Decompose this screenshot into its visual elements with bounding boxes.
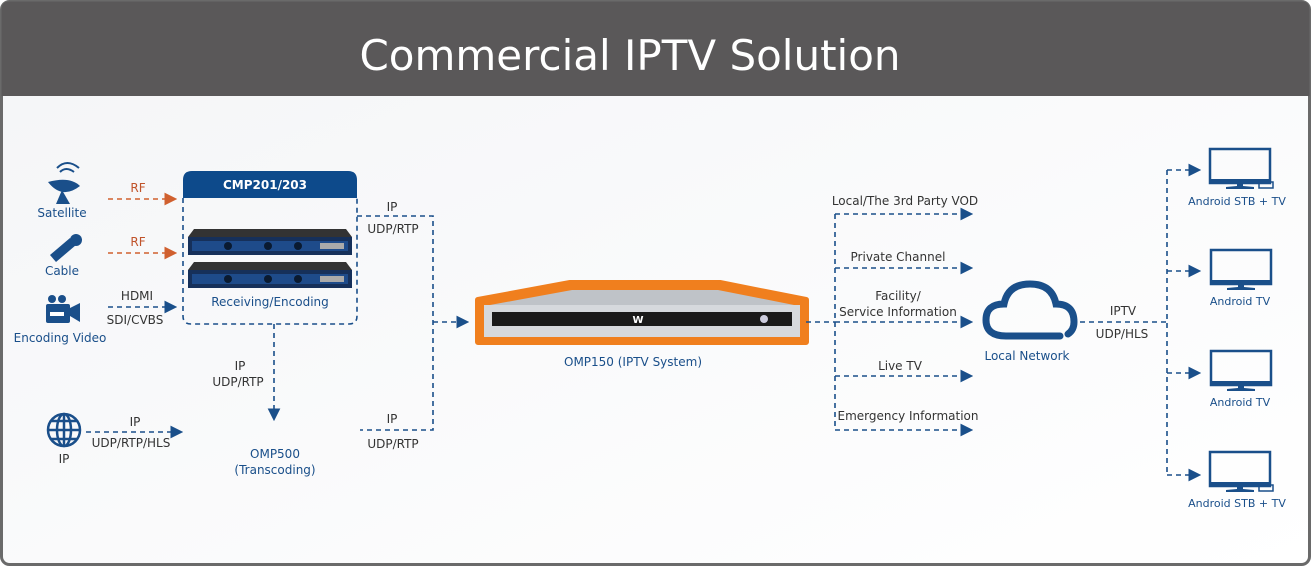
rf-label-2: RF (130, 235, 145, 249)
svg-text:W: W (632, 315, 643, 326)
cmp-down-label-2: UDP/RTP (212, 375, 263, 389)
cmp201-device (188, 229, 352, 255)
cmp-header (183, 171, 357, 198)
sdi-label: SDI/CVBS (107, 313, 164, 327)
local-network-label: Local Network (984, 349, 1069, 363)
service-facility-info: Facility/ Service Information (835, 289, 974, 329)
header-bar (1, 1, 1310, 96)
device-android-stb-tv: Android STB + TV (1167, 450, 1286, 510)
cmp-label: Receiving/Encoding (211, 295, 329, 309)
stb-icon (1258, 181, 1274, 189)
video-camera-icon (46, 295, 80, 323)
iptv-label-1: IPTV (1110, 304, 1137, 318)
service-label: Local/The 3rd Party VOD (832, 194, 978, 208)
service-private-channel: Private Channel (835, 250, 974, 275)
device-label: Android STB + TV (1188, 195, 1286, 208)
service-label-2: Service Information (839, 305, 957, 319)
device-android-tv: Android TV (1167, 248, 1273, 308)
device-label: Android TV (1210, 295, 1271, 308)
device-android-stb-tv: Android STB + TV (1167, 147, 1286, 208)
device-label: Android STB + TV (1188, 497, 1286, 510)
omp500-out-label-1: IP (387, 412, 398, 426)
service-live-tv: Live TV (835, 359, 974, 383)
cable-label: Cable (45, 264, 79, 278)
service-label: Live TV (878, 359, 923, 373)
device-label: Android TV (1210, 396, 1271, 409)
encoding-video-label: Encoding Video (14, 331, 107, 345)
omp500-label: OMP500 (250, 447, 300, 461)
omp150-device: W (475, 280, 809, 345)
globe-icon (46, 412, 82, 448)
service-label: Facility/ (875, 289, 922, 303)
service-emergency: Emergency Information (835, 409, 979, 437)
cmp203-device (188, 262, 352, 288)
ip-source-label: IP (59, 452, 70, 466)
omp500-sublabel: (Transcoding) (234, 463, 315, 477)
satellite-label: Satellite (37, 206, 86, 220)
stb-icon (1258, 484, 1274, 492)
iptv-label-2: UDP/HLS (1096, 327, 1149, 341)
cmp-title: CMP201/203 (223, 178, 307, 192)
cmp-to-omp150-line (357, 215, 434, 431)
cable-connector-icon (50, 234, 82, 262)
service-label: Emergency Information (838, 409, 979, 423)
cmp-out-label-1: IP (387, 200, 398, 214)
ip-in-label-2: UDP/RTP/HLS (92, 436, 171, 450)
hdmi-label: HDMI (121, 289, 153, 303)
cmp-out-label-2: UDP/RTP (367, 222, 418, 236)
rf-label-1: RF (130, 181, 145, 195)
omp150-label: OMP150 (IPTV System) (564, 355, 702, 369)
device-android-tv: Android TV (1167, 349, 1273, 409)
cmp-dashed-box (182, 198, 358, 325)
service-vod: Local/The 3rd Party VOD (832, 194, 978, 221)
cmp-down-label-1: IP (235, 359, 246, 373)
ip-in-label-1: IP (130, 415, 141, 429)
service-label: Private Channel (851, 250, 946, 264)
omp500-out-label-2: UDP/RTP (367, 437, 418, 451)
satellite-dish-icon (48, 162, 80, 204)
cloud-icon (982, 280, 1078, 340)
page-title: Commercial IPTV Solution (359, 31, 900, 80)
